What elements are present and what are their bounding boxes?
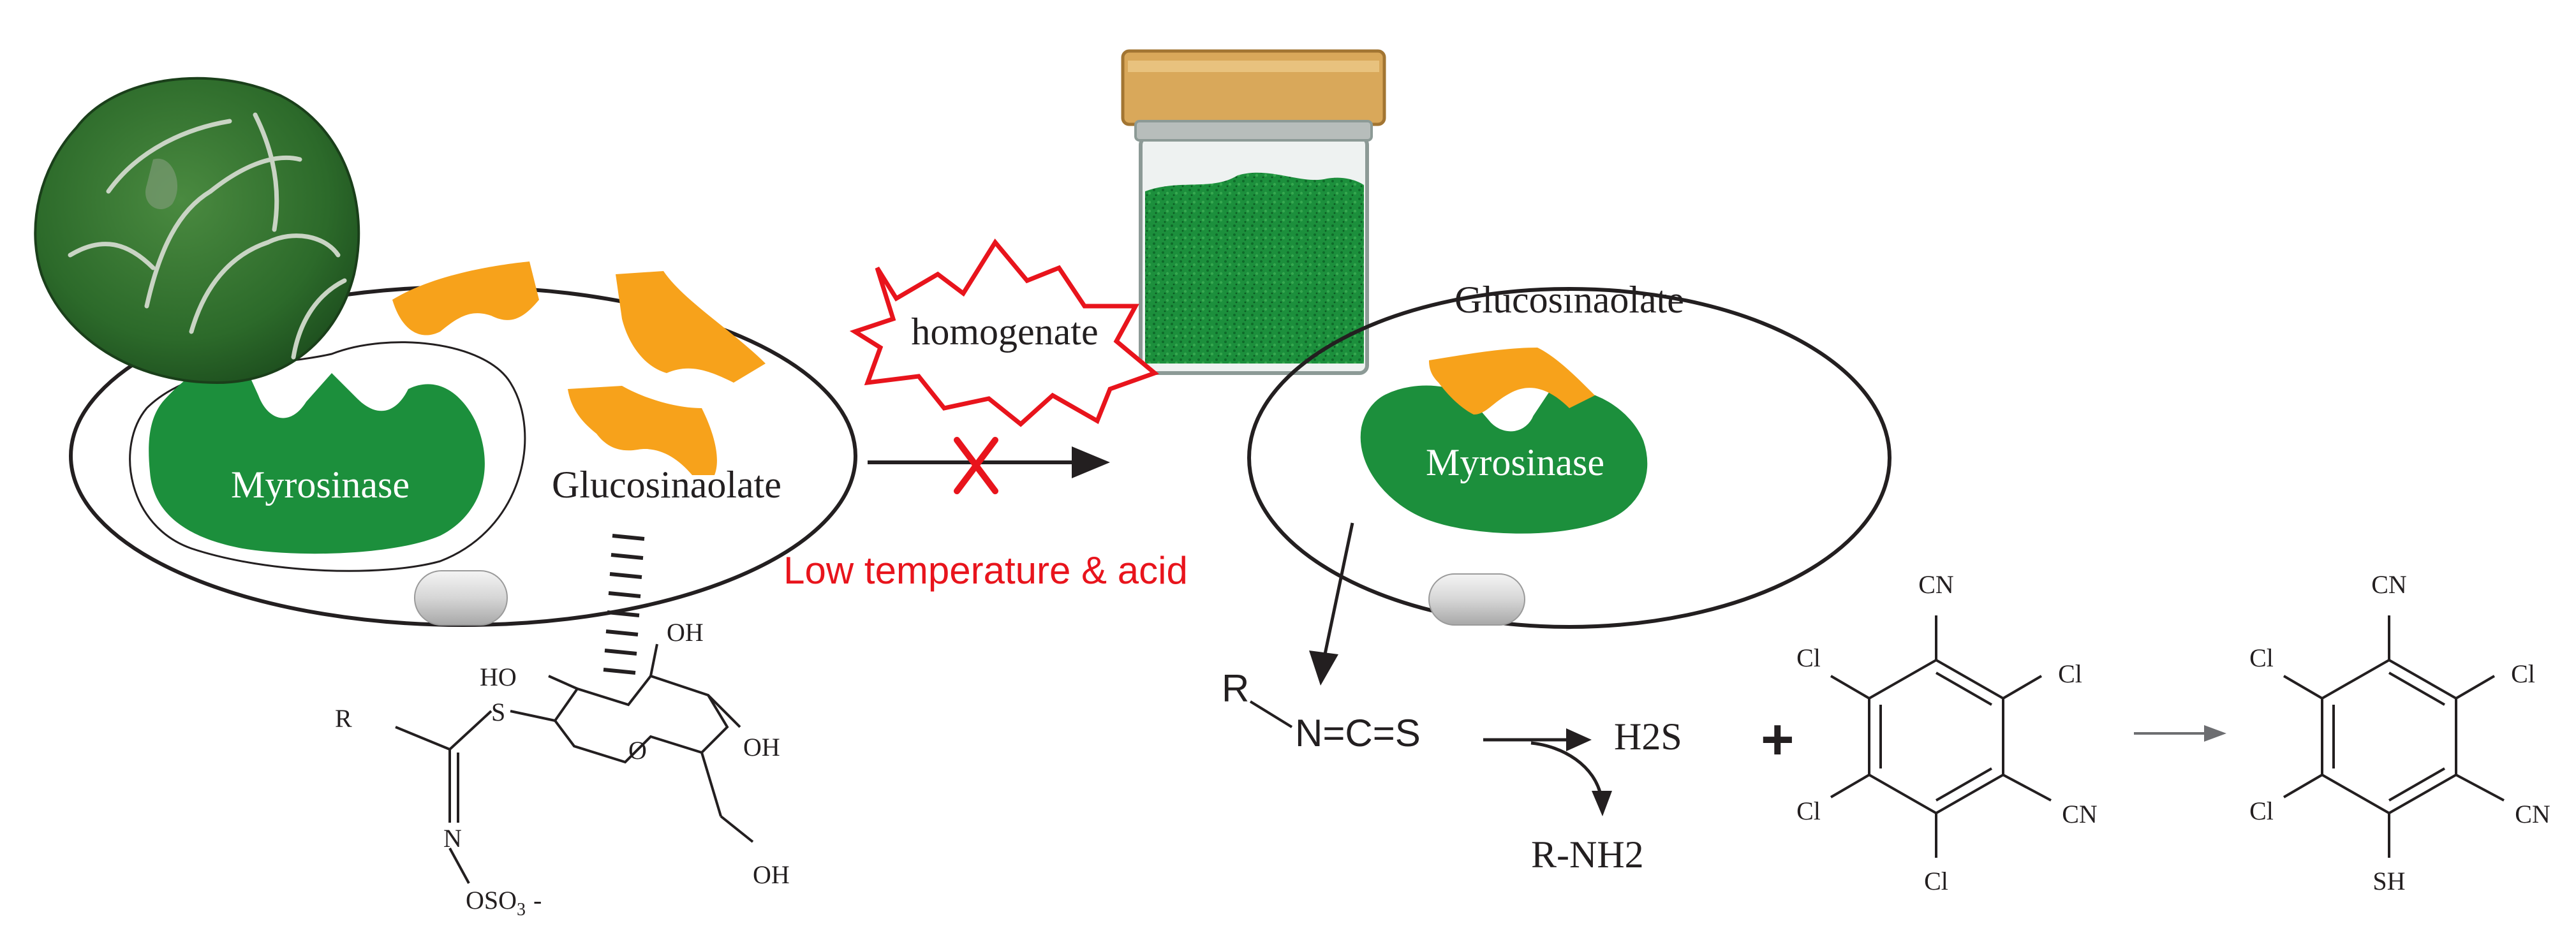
hashed-bond	[603, 534, 645, 675]
right-pill	[1428, 573, 1525, 626]
conversion-arrow	[2134, 725, 2226, 742]
glucosinolate-structure	[395, 534, 754, 884]
isothiocyanate: R N=C=S	[1222, 667, 1421, 754]
product-labels: CN Cl Cl Cl CN SH	[2249, 570, 2550, 895]
prod-cl-upper-left: Cl	[2249, 643, 2274, 672]
prod-sh-bottom: SH	[2372, 867, 2405, 895]
left-myrosinase-blob	[149, 360, 485, 554]
products-arrow	[1483, 728, 1612, 816]
homogenate-burst: homogenate	[849, 239, 1159, 427]
ctl-cl-lower-left: Cl	[1796, 797, 1821, 825]
glucosinolate-shape-1	[392, 261, 539, 335]
jar-icon	[1121, 49, 1386, 375]
right-cell: Glucosinaolate Myrosinase	[1247, 279, 1891, 629]
gsl-ho-label: HO	[480, 663, 517, 691]
gsl-oh-top-label: OH	[667, 618, 704, 647]
glucosinolate-shape-2	[616, 271, 766, 383]
left-myrosinase-label: Myrosinase	[231, 464, 410, 506]
gsl-n-label: N	[443, 824, 462, 853]
gsl-sulfate-label: OSO3-	[466, 886, 542, 920]
left-pill	[414, 570, 508, 626]
chlorothalonil-structure	[1830, 615, 2052, 858]
condition-label: Low temperature & acid	[783, 549, 1188, 592]
right-cell-membrane	[1247, 287, 1891, 629]
itc-formula: N=C=S	[1295, 712, 1421, 754]
right-myrosinase-label: Myrosinase	[1426, 441, 1604, 483]
product-structure	[2283, 615, 2505, 858]
gsl-s-label: S	[491, 698, 505, 726]
prod-cl-lower-left: Cl	[2249, 797, 2274, 825]
glucosinolate-shape-3	[568, 386, 717, 475]
right-glucosinolate-label: Glucosinaolate	[1455, 279, 1684, 321]
ctl-cn-right: CN	[2062, 800, 2098, 828]
prod-cl-upper-right: Cl	[2511, 659, 2535, 688]
gsl-oh-bottom-label: OH	[753, 860, 790, 889]
prod-cn-top: CN	[2371, 570, 2407, 599]
left-vacuole	[129, 341, 526, 572]
cross-mark-icon	[954, 437, 998, 494]
itc-r-label: R	[1222, 667, 1249, 710]
homogenate-label: homogenate	[911, 311, 1098, 353]
right-myrosinase-blob	[1355, 380, 1653, 539]
plus-sign: +	[1761, 708, 1795, 772]
amine-label: R-NH2	[1531, 834, 1644, 876]
ctl-cl-upper-right: Cl	[2058, 659, 2082, 688]
chlorothalonil-labels: CN Cl Cl Cl CN Cl	[1796, 570, 2098, 895]
glucosinolate-labels: R S N OSO3- O HO OH OH OH	[335, 618, 790, 920]
prod-cn-right: CN	[2515, 800, 2550, 828]
right-glucosinolate-shape	[1429, 348, 1595, 415]
h2s-label: H2S	[1614, 716, 1682, 758]
ctl-cl-upper-left: Cl	[1796, 643, 1821, 672]
left-glucosinolate-label: Glucosinaolate	[552, 464, 781, 506]
gsl-ring-o-label: O	[628, 736, 647, 765]
hydrolysis-arrow	[1309, 522, 1354, 686]
ctl-cn-top: CN	[1918, 570, 1954, 599]
ctl-cl-bottom: Cl	[1924, 867, 1948, 895]
gsl-oh-right-label: OH	[743, 733, 780, 761]
gsl-r-label: R	[335, 704, 352, 733]
cabbage-icon	[34, 77, 360, 385]
